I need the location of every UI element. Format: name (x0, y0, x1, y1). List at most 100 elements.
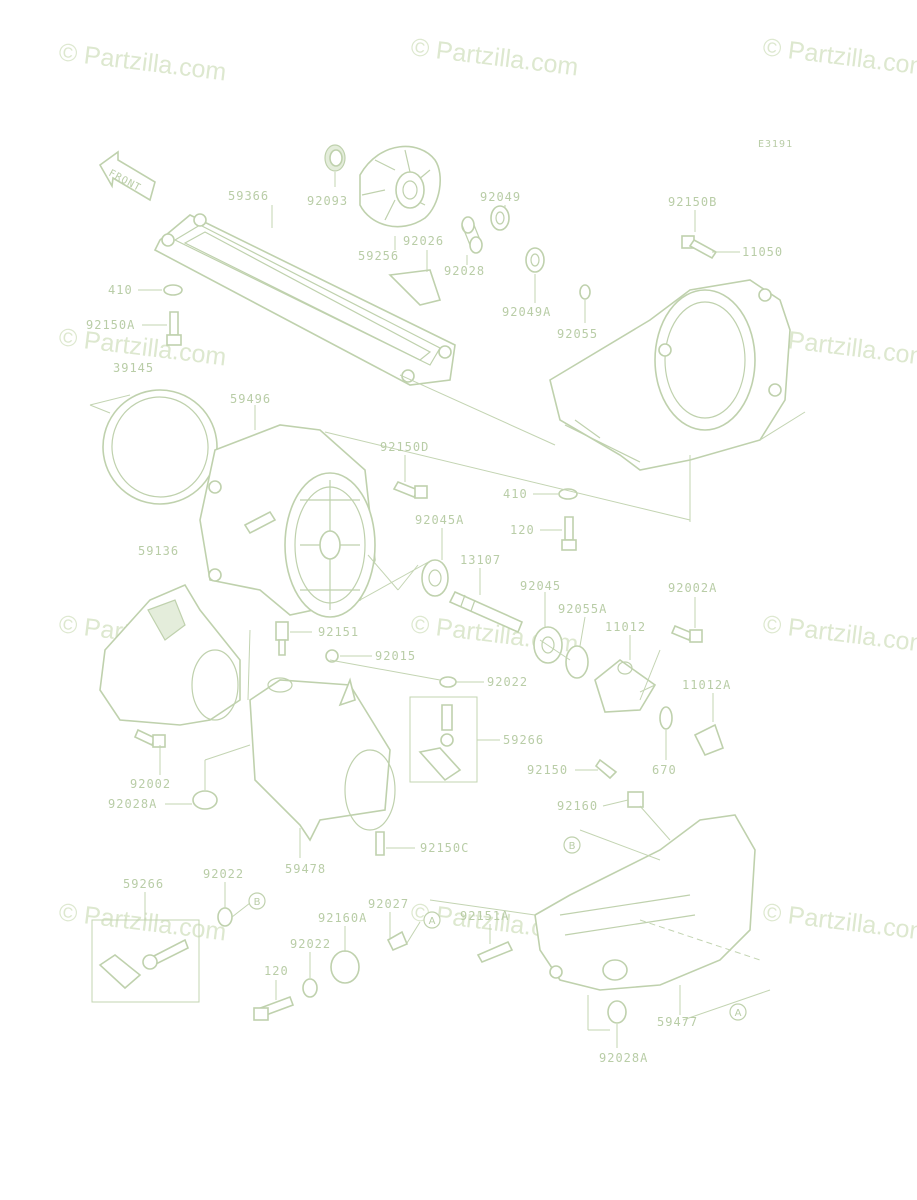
ref-marker-a (729, 1003, 747, 1021)
steering-nozzle-part (249, 677, 396, 842)
ref-marker-b (563, 836, 581, 854)
part-label: 11012A (682, 678, 731, 692)
part-label: 92055A (558, 602, 607, 616)
o-ring-part (579, 284, 591, 300)
part-label: 92028 (444, 264, 485, 278)
bushing-part (192, 790, 218, 810)
part-label: 92002A (668, 581, 717, 595)
part-label: 92028A (108, 797, 157, 811)
part-label: 11012 (605, 620, 646, 634)
part-label: 13107 (460, 553, 501, 567)
part-label: 410 (108, 283, 133, 297)
washer-part (217, 907, 233, 927)
part-label: 92022 (487, 675, 528, 689)
o-ring-part (659, 706, 673, 730)
bolt-part (375, 831, 385, 856)
part-label: 92045A (415, 513, 464, 527)
watermark: © Partzilla.com (761, 33, 917, 81)
part-label: 92150D (380, 440, 429, 454)
bolt-part (275, 621, 289, 656)
shaft-part (448, 590, 524, 634)
bolt-part (133, 728, 166, 748)
washer-part (302, 978, 318, 998)
part-label: 92160A (318, 911, 367, 925)
part-label: 92093 (307, 194, 348, 208)
washer-part (525, 247, 545, 273)
diagram-code: E3191 (758, 139, 793, 150)
leader-lines (89, 172, 806, 1048)
watermark: © Partzilla.com (57, 898, 228, 946)
part-label: 92151 (318, 625, 359, 639)
part-label: 11050 (742, 245, 783, 259)
pump-body-part (199, 424, 376, 618)
part-label: 92015 (375, 649, 416, 663)
part-label: 92002 (130, 777, 171, 791)
watermark: © Partzilla.com (57, 38, 228, 86)
collar-part (627, 791, 644, 808)
part-label: 92151A (460, 909, 509, 923)
bolt-part (561, 516, 577, 551)
part-label: 92150 (527, 763, 568, 777)
kit-box (409, 696, 478, 783)
part-label: 92022 (203, 867, 244, 881)
part-label: 92026 (403, 234, 444, 248)
part-label: 92022 (290, 937, 331, 951)
bushing-part (607, 1000, 627, 1024)
ref-label-b: B (254, 897, 261, 908)
reverse-bucket-part (534, 814, 756, 991)
ring-part (102, 389, 218, 505)
part-label: 670 (652, 763, 677, 777)
part-label: 59256 (358, 249, 399, 263)
part-label: 92045 (520, 579, 561, 593)
part-label: 59496 (230, 392, 271, 406)
bolt-part (253, 995, 295, 1021)
washer-part (439, 676, 457, 688)
part-label: 92150A (86, 318, 135, 332)
part-label: 410 (503, 487, 528, 501)
collar-part (330, 950, 360, 984)
bolt-part (166, 311, 182, 346)
ref-label-b: B (569, 841, 576, 852)
front-arrow-icon: FRONT (98, 150, 156, 202)
bolt-part (594, 758, 618, 780)
part-label: 59478 (285, 862, 326, 876)
part-label: 59136 (138, 544, 179, 558)
part-label: 120 (510, 523, 535, 537)
kit-box (91, 919, 200, 1003)
nozzle-part (99, 583, 241, 726)
part-label: 39145 (113, 361, 154, 375)
cap-part (693, 723, 725, 757)
watermark: © Partzilla.com (409, 33, 580, 81)
part-label: 92150C (420, 841, 469, 855)
watermark: © Partzilla.com (761, 610, 917, 658)
ref-label-a: A (735, 1008, 742, 1019)
part-label: 120 (264, 964, 289, 978)
impeller-part (359, 145, 441, 228)
part-label: 59266 (123, 877, 164, 891)
part-labels: 59366 92093 59256 92026 92028 92049 9204… (86, 189, 783, 1065)
wedge-part (388, 269, 442, 306)
bolt-part (476, 940, 514, 964)
part-label: 92027 (368, 897, 409, 911)
o-ring-part (565, 645, 589, 679)
part-label: 92160 (557, 799, 598, 813)
bolt-part (392, 480, 428, 499)
cap-part (324, 144, 346, 172)
part-label: 59266 (503, 733, 544, 747)
bolt-part (670, 624, 703, 643)
washer-part (490, 205, 510, 231)
ride-plate-part (153, 213, 456, 386)
nut-part (325, 649, 339, 663)
part-label: 92055 (557, 327, 598, 341)
sleeve-part (461, 216, 483, 254)
sleeve-part (386, 930, 409, 952)
washer-part (163, 284, 183, 296)
part-label: 59477 (657, 1015, 698, 1029)
ref-label-a: A (429, 916, 436, 927)
bearing-part (421, 559, 449, 597)
ref-marker-a (423, 911, 441, 929)
pump-cover-part (549, 279, 791, 471)
part-label: 92049A (502, 305, 551, 319)
part-label: 92150B (668, 195, 717, 209)
